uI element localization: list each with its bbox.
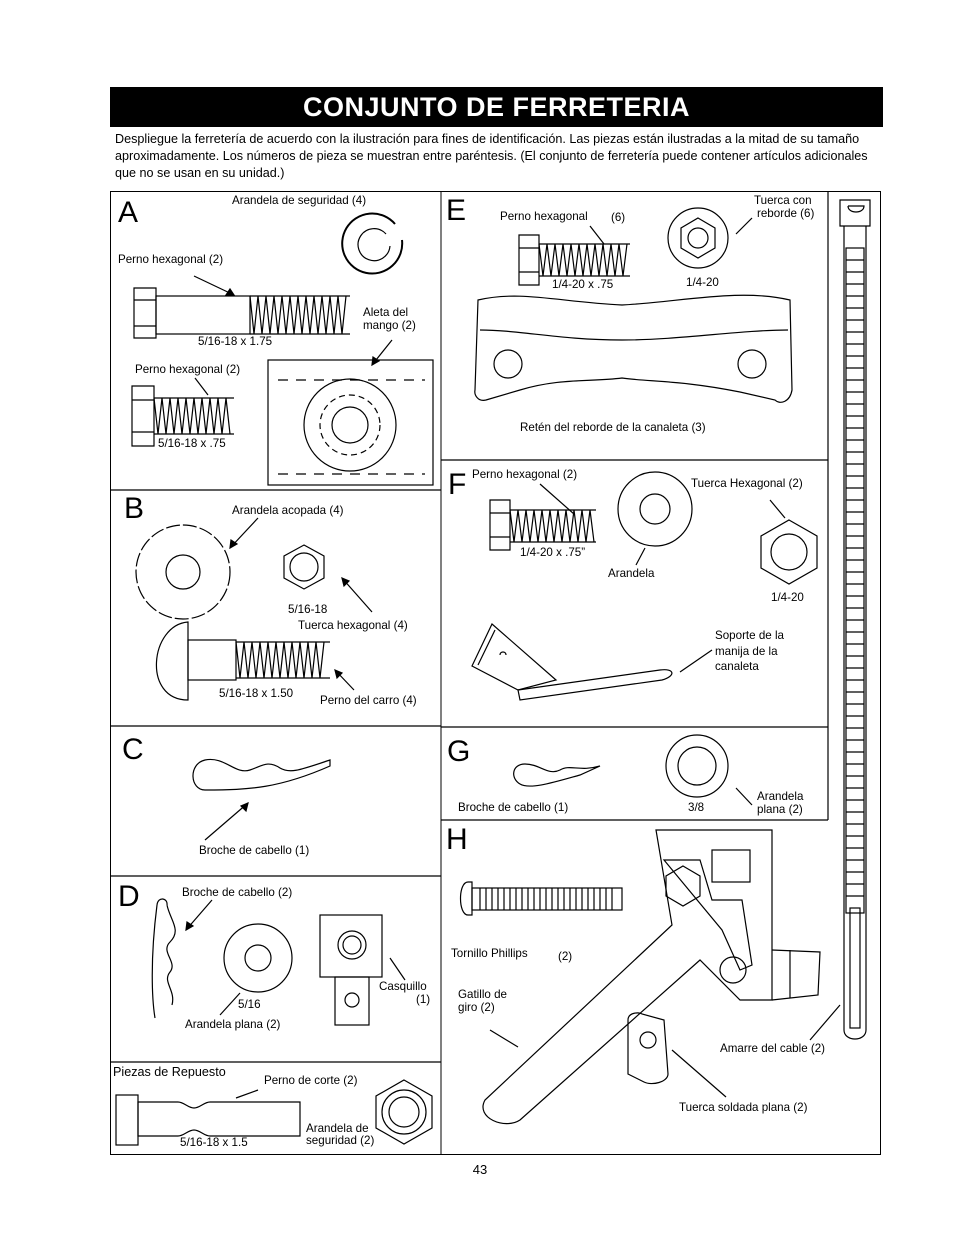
label-bolt-size: 5/16-18 x 1.75 [198,335,273,348]
label-nut-size: 1/4-20 [771,591,804,604]
label-hair-pin: Broche de cabello (2) [182,886,293,899]
label-bolt-size: 1/4-20 x .75 [552,278,614,291]
label-carriage-bolt: Perno del carro (4) [320,694,417,707]
label-bolt-size: 5/16-18 x 1.5 [180,1136,248,1149]
section-letter-a: A [118,196,139,229]
label-nut-size: 5/16-18 [288,603,328,616]
section-letter-c: C [122,733,144,766]
label-chute-flange-retainer: Retén del reborde de la canaleta (3) [520,421,706,434]
label-swivel-trigger-qty: giro (2) [458,1001,495,1014]
label-flange-nut: Tuerca con [754,194,812,207]
label-chute-bracket-3: canaleta [715,660,759,673]
label-hex-bolt: Perno hexagonal [500,210,588,223]
intro-paragraph: Despliegue la ferretería de acuerdo con … [115,132,868,180]
label-cable-tie: Amarre del cable (2) [720,1042,826,1055]
label-washer: Arandela [608,567,655,580]
page-title: CONJUNTO DE FERRETERIA [110,87,883,127]
label-hex-bolt-long: Perno hexagonal (2) [118,253,224,266]
label-flat-washer-qty: plana (2) [757,803,803,816]
label-shear-bolt: Perno de corte (2) [264,1074,358,1087]
label-cup-washer: Arandela acopada (4) [232,504,344,517]
section-letter-e: E [446,194,467,227]
section-letter-d: D [118,880,140,913]
label-hex-nut: Tuerca Hexagonal (2) [691,477,803,490]
label-lock-washer: Arandela de [306,1122,369,1135]
section-letter-b: B [124,492,145,525]
section-letter-f: F [448,468,467,501]
label-phillips-screw: Tornillo Phillips [451,947,528,960]
label-lock-washer-qty: seguridad (2) [306,1134,375,1147]
label-bushing: Casquillo [379,980,427,993]
label-bolt-size: 5/16-18 x .75 [158,437,226,450]
label-hex-bolt-qty: (6) [611,211,626,224]
label-lock-washer: Arandela de seguridad (4) [232,194,367,207]
label-bushing-qty: (1) [416,993,431,1006]
page-number: 43 [472,1162,488,1177]
label-handle-flap: Aleta del [363,306,409,319]
label-hex-bolt-short: Perno hexagonal (2) [135,363,241,376]
label-hex-nut: Tuerca hexagonal (4) [298,619,408,632]
label-handle-flap-qty: mango (2) [363,319,416,332]
label-flange-nut-qty: reborde (6) [757,207,815,220]
label-flat-washer: Arandela [757,790,804,803]
label-chute-bracket-2: manija de la [715,645,778,658]
label-washer-size: 5/16 [238,998,261,1011]
label-swivel-trigger: Gatillo de [458,988,507,1001]
label-washer-size: 3/8 [688,801,705,814]
label-weld-nut: Tuerca soldada plana (2) [679,1101,808,1114]
label-phillips-screw-qty: (2) [558,950,573,963]
label-flat-washer: Arandela plana (2) [185,1018,281,1031]
section-letter-h: H [446,823,468,856]
section-letter-g: G [447,735,471,768]
label-hair-pin: Broche de cabello (1) [458,801,569,814]
label-nut-size: 1/4-20 [686,276,719,289]
label-bolt-size: 5/16-18 x 1.50 [219,687,294,700]
label-chute-bracket-1: Soporte de la [715,629,784,642]
label-bolt-size: 1/4-20 x .75” [520,546,586,559]
label-hex-bolt: Perno hexagonal (2) [472,468,578,481]
spare-parts-title: Piezas de Repuesto [113,1065,226,1079]
label-hair-pin: Broche de cabello (1) [199,844,310,857]
